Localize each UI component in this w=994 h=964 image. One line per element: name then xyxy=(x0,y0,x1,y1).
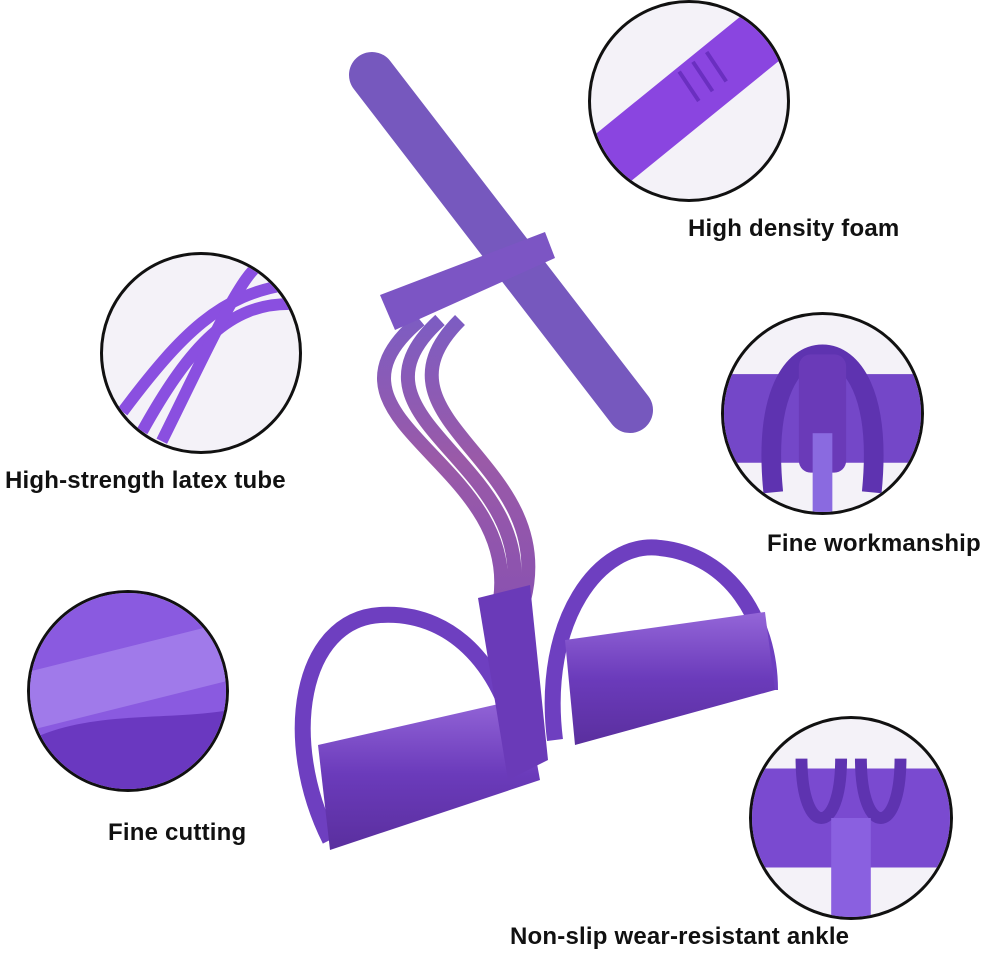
feature-label-cutting: Fine cutting xyxy=(108,819,247,846)
feature-label-ankle: Non-slip wear-resistant ankle xyxy=(510,923,850,950)
tube-closeup-circle xyxy=(100,252,302,454)
right-pedal-bar xyxy=(565,612,775,745)
foam-handle xyxy=(349,52,653,433)
workmanship-closeup-icon xyxy=(724,344,921,512)
workmanship-closeup-circle xyxy=(721,312,924,515)
foam-closeup-circle xyxy=(588,0,790,202)
handle-sleeve xyxy=(380,232,555,330)
cutting-closeup-circle xyxy=(27,590,229,792)
feature-label-foam: High density foam xyxy=(688,215,900,242)
ankle-pedal-closeup-icon xyxy=(752,758,950,917)
center-sleeve xyxy=(478,585,548,780)
ankle-closeup-circle xyxy=(749,716,953,920)
cutting-closeup-icon xyxy=(30,593,226,789)
feature-label-tube: High-strength latex tube xyxy=(5,467,286,494)
latex-tubes xyxy=(377,314,536,602)
foam-handle-closeup-icon xyxy=(591,3,787,190)
left-pedal-bar xyxy=(318,698,540,850)
feature-label-workmanship: Fine workmanship xyxy=(767,530,981,557)
latex-tube-closeup-icon xyxy=(117,259,291,444)
